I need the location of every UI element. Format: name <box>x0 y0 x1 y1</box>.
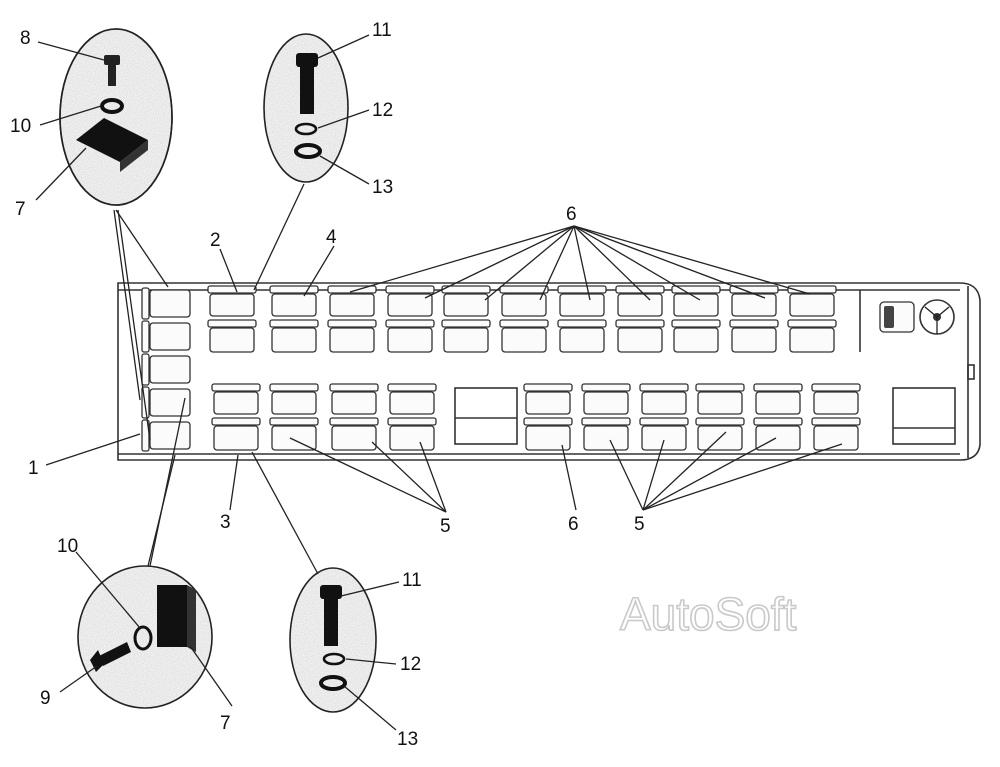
lower-aisle-seat <box>269 383 319 415</box>
rear-bench-seat <box>141 386 191 419</box>
lower-aisle-seat <box>639 383 689 415</box>
lower-window-seat <box>329 417 379 451</box>
lower-aisle-seat <box>581 383 631 415</box>
lower-aisle-seat <box>753 383 803 415</box>
upper-aisle-seat <box>269 319 319 353</box>
lower-window-seat <box>269 417 319 451</box>
label-9: 9 <box>40 688 51 709</box>
label-7-bottom: 7 <box>220 713 231 734</box>
upper-window-seat <box>615 285 665 317</box>
label-12-top: 12 <box>372 100 393 121</box>
lower-window-seat <box>695 417 745 451</box>
door-area <box>454 387 518 445</box>
washer-13-lower-icon <box>319 675 347 691</box>
label-2: 2 <box>210 230 221 251</box>
label-10-top: 10 <box>10 116 31 137</box>
upper-aisle-seat <box>499 319 549 353</box>
rear-bench-seat <box>141 353 191 386</box>
washer-12-icon <box>294 122 318 136</box>
detail-views <box>59 28 377 713</box>
lower-window-seat <box>387 417 437 451</box>
label-12-bottom: 12 <box>400 654 421 675</box>
rear-bench-seat <box>141 320 191 353</box>
upper-window-seat <box>207 285 257 317</box>
label-6-top: 6 <box>566 204 577 225</box>
label-3: 3 <box>220 512 231 533</box>
upper-aisle-seat <box>787 319 837 353</box>
bolt-11-lower-icon <box>320 585 342 646</box>
washer-10-lower-icon <box>133 625 153 651</box>
upper-aisle-seat <box>441 319 491 353</box>
lower-window-seat <box>523 417 573 451</box>
lower-aisle-seat <box>211 383 261 415</box>
bolt-8-icon <box>104 55 120 86</box>
label-1: 1 <box>28 458 39 479</box>
washer-10-icon <box>100 98 124 114</box>
front-door-area <box>892 387 956 445</box>
label-5-right: 5 <box>634 514 645 535</box>
upper-window-seat <box>269 285 319 317</box>
lower-window-seat <box>753 417 803 451</box>
upper-aisle-seat <box>671 319 721 353</box>
lower-window-seat <box>581 417 631 451</box>
watermark: AutoSoft <box>620 588 797 640</box>
upper-window-seat <box>557 285 607 317</box>
upper-aisle-seat <box>557 319 607 353</box>
label-13-top: 13 <box>372 177 393 198</box>
lower-window-seat <box>811 417 861 451</box>
upper-window-seat <box>671 285 721 317</box>
upper-window-seat <box>729 285 779 317</box>
upper-aisle-seat <box>615 319 665 353</box>
lower-window-seat <box>639 417 689 451</box>
upper-window-seat <box>327 285 377 317</box>
seat-rows <box>141 285 861 452</box>
bolt-11-icon <box>296 53 318 114</box>
upper-window-seat <box>787 285 837 317</box>
driver-area <box>879 299 955 335</box>
callout-labels: 8 10 7 11 12 13 2 4 6 1 3 5 6 5 10 9 7 1… <box>10 20 645 750</box>
upper-window-seat <box>499 285 549 317</box>
label-11-bottom: 11 <box>402 570 422 591</box>
label-10-bottom: 10 <box>57 536 78 557</box>
label-5-left: 5 <box>440 516 451 537</box>
upper-window-seat <box>441 285 491 317</box>
upper-aisle-seat <box>385 319 435 353</box>
leader-lines <box>35 34 843 731</box>
bolt-9-icon <box>90 642 131 672</box>
upper-window-seat <box>385 285 435 317</box>
lower-aisle-seat <box>329 383 379 415</box>
rear-bench-seat <box>141 287 191 320</box>
washer-12-lower-icon <box>322 652 346 666</box>
label-13-bottom: 13 <box>397 729 418 750</box>
hardware-parts <box>76 53 347 691</box>
lower-aisle-seat <box>523 383 573 415</box>
upper-aisle-seat <box>327 319 377 353</box>
lower-window-seat <box>211 417 261 451</box>
upper-aisle-seat <box>729 319 779 353</box>
label-7-top: 7 <box>15 199 26 220</box>
label-8: 8 <box>20 28 31 49</box>
plate-7-icon <box>76 118 148 172</box>
upper-aisle-seat <box>207 319 257 353</box>
label-11-top: 11 <box>372 20 392 41</box>
lower-aisle-seat <box>387 383 437 415</box>
label-6-bottom: 6 <box>568 514 579 535</box>
lower-aisle-seat <box>695 383 745 415</box>
plate-7-lower-icon <box>157 585 196 652</box>
washer-13-icon <box>294 143 322 159</box>
label-4: 4 <box>326 227 337 248</box>
lower-aisle-seat <box>811 383 861 415</box>
